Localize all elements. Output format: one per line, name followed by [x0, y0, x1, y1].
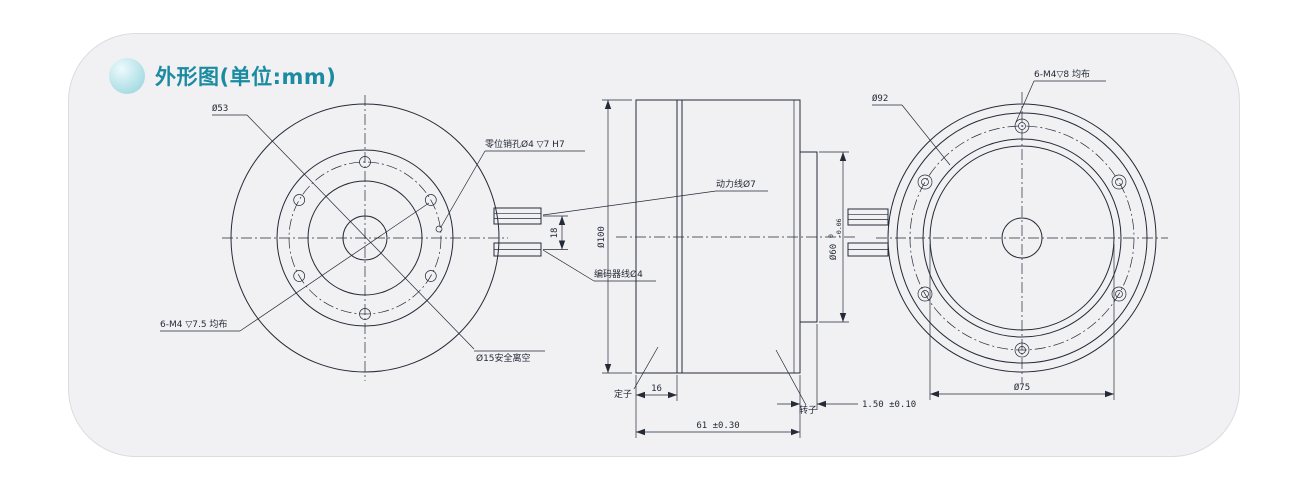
- rear-encoder-cable-stub: [847, 242, 889, 257]
- power-cable-callout: 动力线Ø7: [542, 178, 768, 216]
- rear-center-hole: [1001, 217, 1043, 259]
- cable-spacing-value: 18: [550, 228, 560, 239]
- bubble-icon: [109, 58, 145, 94]
- front-plate-width-value: 16: [651, 384, 662, 394]
- stator-callout: 定子: [614, 346, 659, 400]
- dia92-label: Ø92: [872, 93, 888, 104]
- gap-value: 1.50 ±0.10: [862, 400, 916, 410]
- front-center-hole: [342, 215, 388, 261]
- dia60-dimension: Ø60 0 -0.06: [819, 151, 849, 323]
- dia53-callout: Ø53: [212, 103, 475, 350]
- page-title: 外形图(单位:mm): [155, 65, 337, 89]
- rear-power-cable-stub: [847, 208, 889, 226]
- stator-label: 定子: [614, 388, 632, 400]
- rotor-boss-outline: [800, 151, 818, 323]
- safety-hole-callout: Ø15安全离空: [474, 350, 545, 364]
- dia60-value: Ø60: [828, 244, 839, 260]
- power-cable-label: 动力线Ø7: [716, 178, 756, 190]
- dia92-callout: Ø92: [872, 93, 951, 166]
- front-inner-circle: [307, 180, 423, 296]
- front-view: 18 Ø53 Ø15安全离空 零位销孔Ø4 ▽7 H7 动力线Ø7 编码器线Ø4: [160, 95, 768, 381]
- front-bolt-holes: [293, 156, 437, 320]
- zero-pin-label: 零位销孔Ø4 ▽7 H7: [485, 138, 565, 150]
- dia60-tol-upper: 0: [827, 234, 835, 238]
- total-length-dimension: 61 ±0.30: [636, 375, 801, 438]
- front-encoder-cable-stub: [493, 242, 542, 257]
- rear-outer-circle: [887, 103, 1157, 373]
- front-bolt-circle: [288, 161, 442, 315]
- front-mount-holes-label: 6-M4 ▽7.5 均布: [160, 318, 227, 330]
- front-power-cable-stub: [493, 207, 542, 225]
- rear-view-centerlines: [876, 92, 1168, 384]
- rear-rim-circle: [896, 112, 1148, 364]
- drawing-panel: 外形图(单位:mm): [68, 33, 1240, 457]
- rotor-callout: 转子: [775, 349, 817, 416]
- zero-pin-hole: [435, 225, 443, 233]
- mount-holes-callout: 6-M4 ▽7.5 均布: [160, 202, 430, 332]
- rear-view: Ø92 6-M4▽8 均布 Ø75: [847, 68, 1168, 400]
- total-length-value: 61 ±0.30: [696, 421, 739, 431]
- rotor-label: 转子: [799, 404, 817, 416]
- front-flange-circle: [276, 149, 454, 327]
- rear-inner-circle: [929, 145, 1115, 331]
- dia75-value: Ø75: [1014, 382, 1030, 393]
- rear-face-circle: [922, 138, 1122, 338]
- front-view-centerlines: [222, 95, 508, 381]
- encoder-cable-callout: 编码器线Ø4: [542, 249, 656, 282]
- side-body-outline: [635, 99, 801, 374]
- safety-hole-label: Ø15安全离空: [476, 352, 531, 364]
- zero-pin-callout: 零位销孔Ø4 ▽7 H7: [440, 138, 585, 228]
- dia53-label: Ø53: [212, 103, 228, 114]
- front-plate-width-dimension: 16: [635, 375, 678, 438]
- rear-bolt-circle: [909, 125, 1135, 351]
- gap-dimension: 1.50 ±0.10: [777, 324, 916, 410]
- side-view: Ø100 Ø60 0 -0.06 16 61 ±0.30: [596, 99, 916, 438]
- dia60-tol-lower: -0.06: [835, 218, 843, 238]
- dia100-value: Ø100: [596, 226, 607, 248]
- rear-mount-holes-label: 6-M4▽8 均布: [1034, 68, 1090, 80]
- title-row: 外形图(单位:mm): [109, 58, 336, 94]
- front-outer-circle: [230, 103, 500, 373]
- rear-mount-holes-callout: 6-M4▽8 均布: [1015, 68, 1106, 123]
- dia100-dimension: Ø100: [596, 99, 632, 374]
- dia75-dimension: Ø75: [929, 244, 1115, 400]
- cable-spacing-dimension: 18: [543, 215, 568, 250]
- rear-bolt-holes: [917, 118, 1127, 358]
